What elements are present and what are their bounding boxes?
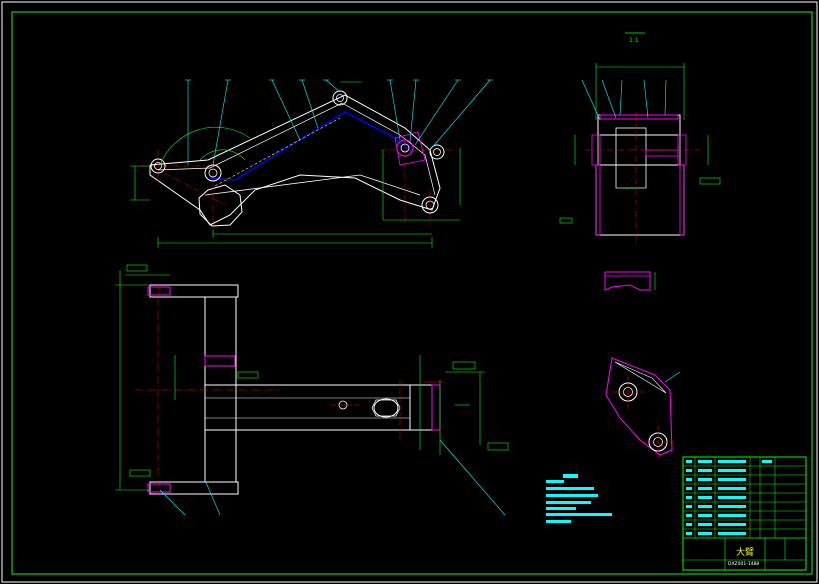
- drawing-number: DXZ001-1488: [728, 562, 760, 567]
- inner-frame: [11, 11, 813, 575]
- detail-channel: [604, 271, 656, 291]
- section-scale-label: 1:1: [629, 37, 639, 44]
- drawing-title: 大臂: [736, 548, 755, 558]
- technical-notes: [546, 474, 612, 523]
- boom-side-view: [130, 79, 493, 248]
- ear-plate-detail: [605, 357, 681, 460]
- section-view: [559, 32, 721, 245]
- plan-view: [115, 264, 509, 516]
- title-block: [682, 456, 807, 571]
